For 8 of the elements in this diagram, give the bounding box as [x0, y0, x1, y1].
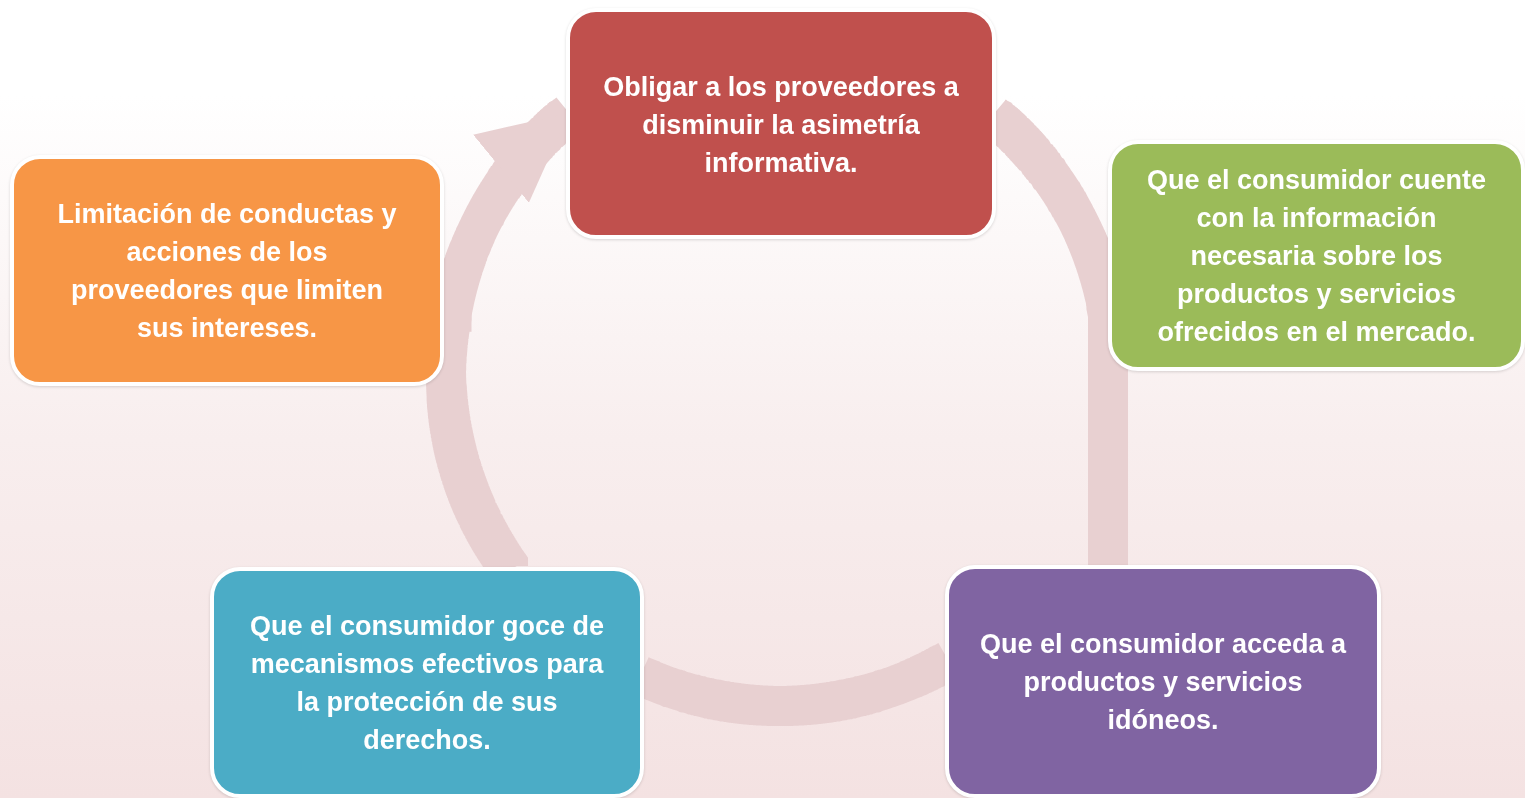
box-text: Que el consumidor cuente con la información necesaria sobre los productos y servicios ofrecidos en el mercado. — [1145, 163, 1488, 349]
process-box — [10, 155, 444, 386]
process-box — [945, 565, 1381, 798]
box-text: Que el consumidor goce de mecanismos efectivos para la protección de sus derechos. — [248, 609, 606, 757]
process-box — [210, 567, 644, 798]
box-text: Que el consumidor acceda a productos y servicios idóneos. — [979, 627, 1347, 737]
box-text: Obligar a los proveedores a disminuir la asimetría informativa. — [602, 71, 960, 180]
box-text: Limitación de conductas y acciones de los proveedores que limiten sus intereses. — [56, 197, 398, 345]
